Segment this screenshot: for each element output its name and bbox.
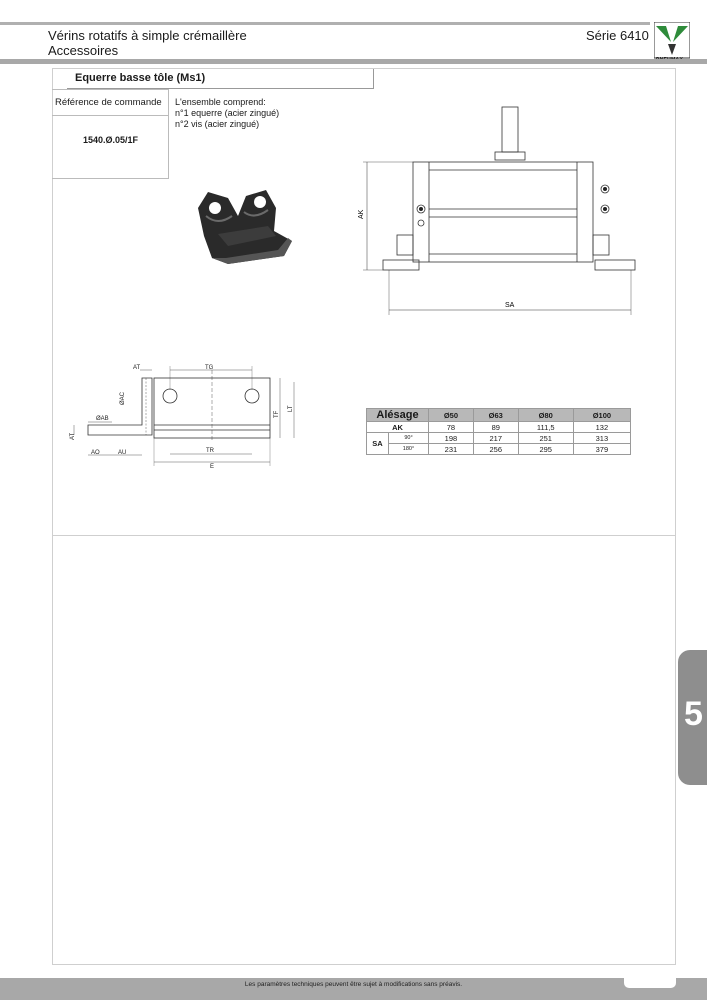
chapter-tab bbox=[678, 650, 707, 785]
content-frame bbox=[52, 68, 676, 965]
dim-e-label: E bbox=[210, 464, 214, 470]
table-header-bore: Alésage bbox=[366, 408, 429, 422]
actuator-assembly-drawing: AK SA bbox=[358, 106, 636, 315]
kit-contents-line-2: n°2 vis (acier zingué) bbox=[175, 119, 260, 129]
order-reference-box: Référence de commande 1540.Ø.05/1F bbox=[52, 89, 169, 179]
series-label: Série 6410 bbox=[586, 28, 649, 43]
dim-lt-label: LT bbox=[288, 405, 294, 412]
table-cell: 132 bbox=[572, 421, 632, 433]
chapter-tab-number: 5 bbox=[684, 695, 703, 733]
dim-at-top-label: AT bbox=[133, 365, 141, 371]
table-cell: 231 bbox=[428, 443, 474, 455]
table-header-d80: Ø80 bbox=[517, 408, 574, 422]
dim-au-label: AU bbox=[118, 450, 126, 456]
kit-contents-intro: L'ensemble comprend: bbox=[175, 97, 266, 107]
table-header-d100: Ø100 bbox=[572, 408, 632, 422]
dim-tf-label: TF bbox=[274, 410, 280, 418]
header-bottom-rule bbox=[0, 59, 707, 64]
table-cell: 89 bbox=[472, 421, 519, 433]
bracket-dimension-drawing: AT TG ØAC ØAB AT AO AU TR E TF LT bbox=[70, 365, 295, 470]
brand-logo-icon bbox=[654, 22, 690, 59]
table-angle-cell: 180° bbox=[388, 443, 429, 455]
footer-tab bbox=[624, 978, 676, 988]
page-subtitle: Accessoires bbox=[48, 43, 119, 58]
table-cell: 217 bbox=[472, 432, 519, 444]
dim-tg-label: TG bbox=[205, 365, 214, 371]
footer-disclaimer: Les paramètres techniques peuvent être s… bbox=[244, 981, 463, 988]
dim-ak-label: AK bbox=[358, 209, 365, 219]
table-cell: 256 bbox=[472, 443, 519, 455]
table-cell: 251 bbox=[517, 432, 574, 444]
table-cell: 379 bbox=[572, 443, 632, 455]
footer-bar bbox=[0, 978, 707, 1000]
order-reference-label: Référence de commande bbox=[52, 90, 169, 116]
bracket-photo bbox=[198, 190, 292, 264]
table-cell: 295 bbox=[517, 443, 574, 455]
page-title: Vérins rotatifs à simple crémaillère bbox=[48, 28, 247, 43]
header-top-rule bbox=[0, 22, 650, 25]
table-cell: 111,5 bbox=[517, 421, 574, 433]
dimension-table: Alésage Ø50 Ø63 Ø80 Ø100 AK 78 89 111,5 … bbox=[366, 408, 632, 455]
dim-ao-label: AO bbox=[91, 450, 100, 456]
table-angle-cell: 90° bbox=[388, 432, 429, 444]
dim-at-side-label: AT bbox=[70, 432, 76, 440]
dim-sa-label: SA bbox=[505, 302, 515, 309]
dim-tr-label: TR bbox=[206, 448, 215, 454]
kit-contents-line-1: n°1 equerre (acier zingué) bbox=[175, 108, 280, 118]
table-row-ak: AK 78 89 111,5 132 bbox=[366, 421, 632, 433]
dim-dab-label: ØAB bbox=[96, 416, 109, 422]
content-divider bbox=[52, 535, 676, 536]
table-header-d50: Ø50 bbox=[428, 408, 474, 422]
section-title: Equerre basse tôle (Ms1) bbox=[67, 69, 374, 89]
table-row-label: AK bbox=[366, 421, 429, 433]
order-code: 1540.Ø.05/1F bbox=[82, 135, 139, 145]
dim-dac-label: ØAC bbox=[120, 391, 126, 405]
table-header-d63: Ø63 bbox=[472, 408, 519, 422]
table-row-sa-180: 180° 231 256 295 379 bbox=[367, 443, 632, 455]
table-cell: 313 bbox=[572, 432, 632, 444]
table-cell: 198 bbox=[428, 432, 474, 444]
table-row-sa-90: SA 90° 198 217 251 313 bbox=[366, 432, 632, 455]
kit-contents: L'ensemble comprend: n°1 equerre (acier … bbox=[175, 97, 279, 130]
table-cell: 78 bbox=[428, 421, 474, 433]
table-row-label: SA bbox=[366, 432, 389, 455]
